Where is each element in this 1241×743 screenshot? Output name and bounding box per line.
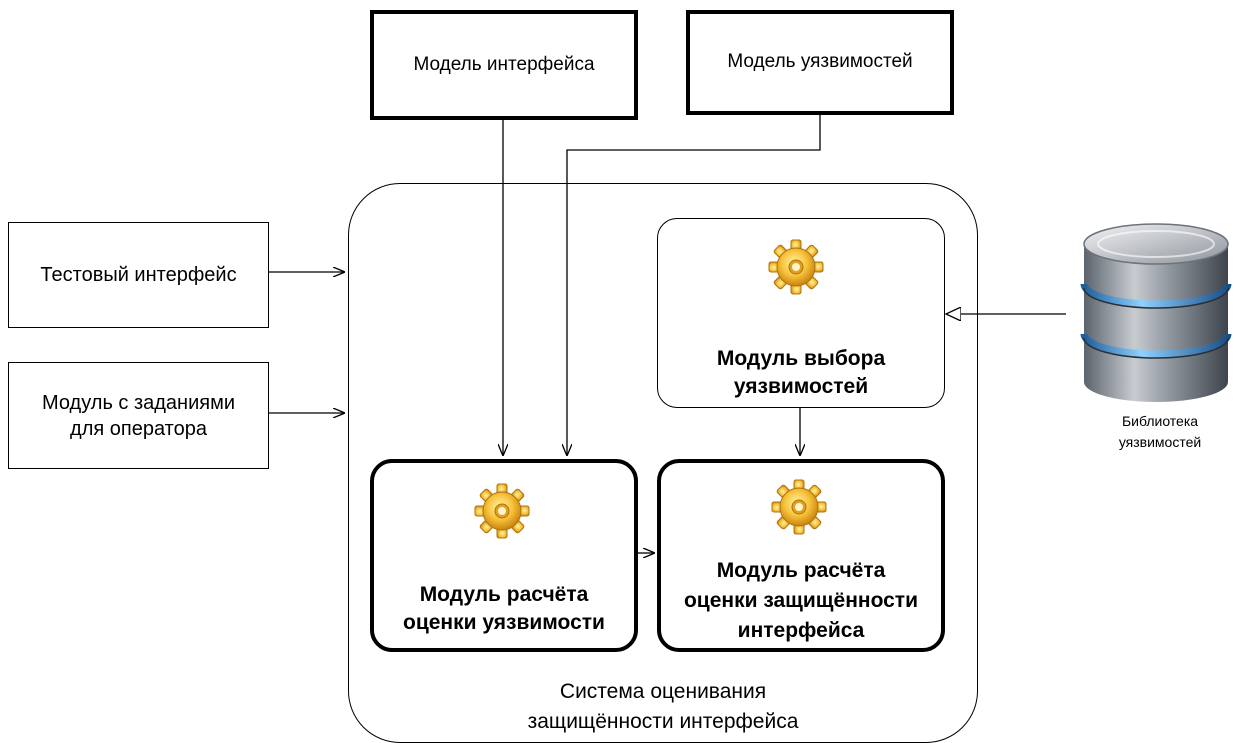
vuln-model-box: Модель уязвимостей [686,10,954,115]
security-calc-module-line3: интерфейса [737,619,865,642]
interface-model-label: Модель интерфейса [413,53,595,75]
database-icon [1080,223,1232,402]
system-label-line2: защищённости интерфейса [527,710,799,733]
security-calc-module-line2: оценки защищённости [683,589,918,612]
library-label-line1: Библиотека [1121,413,1199,429]
security-calc-module-box: Модуль расчёта оценки защищённости интер… [657,459,945,652]
gear-icon [771,479,827,535]
gear-icon [474,483,530,539]
vuln-calc-module-line1: Модуль расчёта [419,583,589,606]
system-label-line1: Система оценивания [559,680,767,703]
vuln-model-label: Модель уязвимостей [727,51,913,73]
gear-icon [768,239,824,295]
operator-tasks-line2: для оператора [70,417,207,440]
test-interface-label: Тестовый интерфейс [40,264,237,286]
operator-tasks-box: Модуль с заданиями для оператора [8,362,269,469]
interface-model-box: Модель интерфейса [370,10,638,120]
operator-tasks-line1: Модуль с заданиями [41,391,236,414]
vuln-calc-module-line2: оценки уязвимости [403,611,605,634]
test-interface-box: Тестовый интерфейс [8,222,269,328]
selection-module-line1: Модуль выбора [716,347,886,370]
security-calc-module-line1: Модуль расчёта [716,559,886,582]
selection-module-box: Модуль выбора уязвимостей [657,218,945,408]
vuln-calc-module-box: Модуль расчёта оценки уязвимости [370,459,638,652]
selection-module-line2: уязвимостей [733,375,869,398]
library-label-line2: уязвимостей [1118,434,1202,450]
